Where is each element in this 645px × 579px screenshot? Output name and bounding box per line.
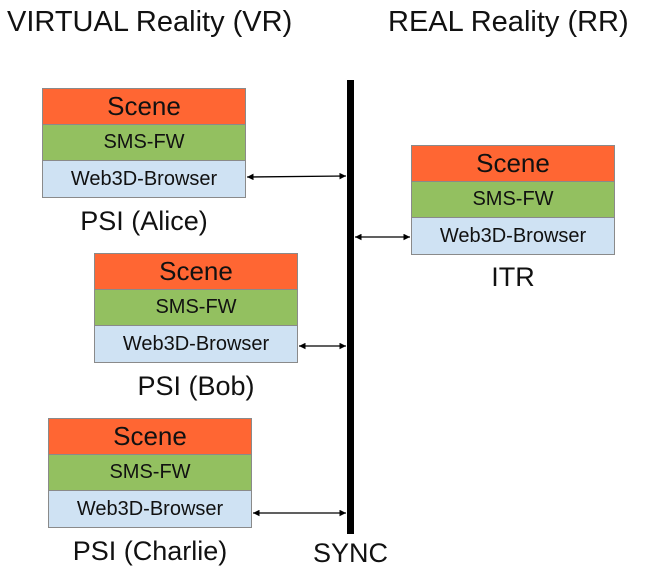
sms-fw-layer: SMS-FW	[49, 455, 251, 491]
psi-bob-caption: PSI (Bob)	[137, 371, 255, 401]
sms-fw-layer: SMS-FW	[43, 125, 245, 161]
psi-charlie-caption: PSI (Charlie)	[72, 536, 228, 566]
real-reality-heading: REAL Reality (RR)	[388, 6, 629, 38]
psi-alice-stack: Scene SMS-FW Web3D-Browser	[42, 88, 246, 198]
web3d-browser-layer: Web3D-Browser	[412, 218, 614, 254]
sms-fw-layer: SMS-FW	[95, 290, 297, 326]
sync-bus-line	[347, 80, 354, 534]
psi-bob-stack: Scene SMS-FW Web3D-Browser	[94, 253, 298, 363]
arrow-alice-sync	[246, 172, 347, 181]
psi-alice-caption: PSI (Alice)	[80, 206, 208, 236]
psi-charlie-stack: Scene SMS-FW Web3D-Browser	[48, 418, 252, 528]
sync-label: SYNC	[313, 538, 389, 568]
scene-layer: Scene	[49, 419, 251, 455]
web3d-browser-layer: Web3D-Browser	[43, 161, 245, 197]
itr-stack: Scene SMS-FW Web3D-Browser	[411, 145, 615, 255]
sms-fw-layer: SMS-FW	[412, 182, 614, 218]
virtual-reality-heading: VIRTUAL Reality (VR)	[7, 6, 293, 38]
scene-layer: Scene	[43, 89, 245, 125]
itr-caption: ITR	[491, 262, 535, 292]
web3d-browser-layer: Web3D-Browser	[95, 326, 297, 362]
web3d-browser-layer: Web3D-Browser	[49, 491, 251, 527]
scene-layer: Scene	[412, 146, 614, 182]
scene-layer: Scene	[95, 254, 297, 290]
